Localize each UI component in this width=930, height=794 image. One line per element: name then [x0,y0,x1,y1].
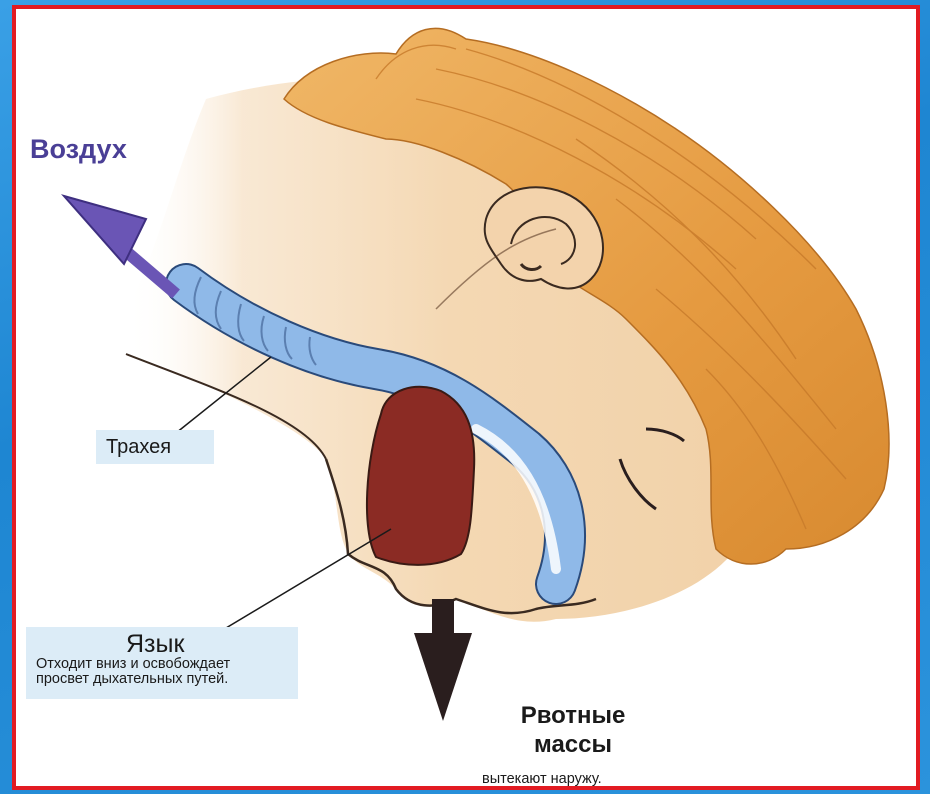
tongue [367,387,474,565]
tongue-description-line-2: просвет дыхательных путей. [36,672,230,687]
vomit-label: Рвотные массы [503,701,643,759]
tongue-description-line-1: Отходит вниз и освобождает [36,657,230,672]
vomit-label-line-2: массы [503,730,643,759]
trachea-label: Трахея [96,430,214,464]
trachea-label-text: Трахея [106,436,171,458]
tongue-label: Язык [126,630,184,659]
vomit-arrow-icon [414,599,472,721]
vomit-label-line-1: Рвотные [503,701,643,730]
vomit-description: вытекают наружу. [482,771,602,787]
tongue-leader-line [211,529,391,637]
illustration-panel: Воздух Трахея Язык Отходит вниз и освобо… [12,5,920,790]
tongue-description: Отходит вниз и освобождает просвет дыхат… [36,657,230,687]
air-label: Воздух [30,134,127,165]
